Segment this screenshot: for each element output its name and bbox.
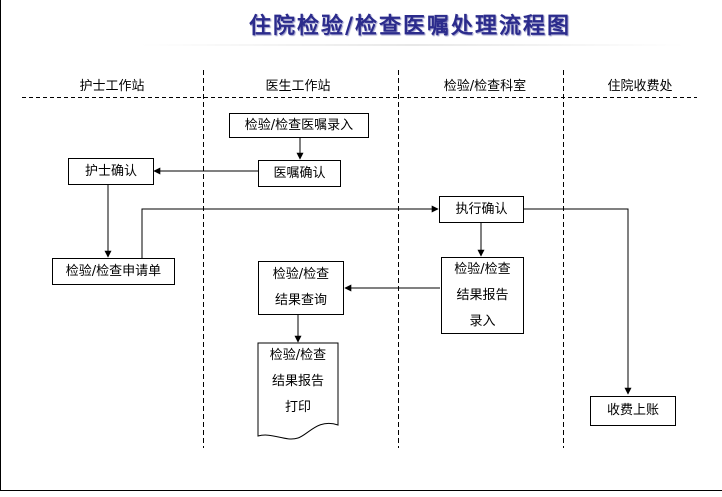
node-nurse-confirm: 护士确认 bbox=[68, 158, 154, 185]
node-result-query: 检验/检查 结果查询 bbox=[258, 261, 344, 315]
node-result-entry-line-3: 录入 bbox=[469, 313, 496, 329]
node-billing: 收费上账 bbox=[590, 396, 676, 426]
diagram-title: 住院检验/检查医嘱处理流程图 bbox=[248, 13, 572, 39]
node-result-entry-line-1: 检验/检查 bbox=[454, 261, 511, 277]
lane-label-nurse-station: 护士工作站 bbox=[79, 79, 145, 94]
lane-label-billing-office: 住院收费处 bbox=[607, 79, 673, 94]
node-result-print: 检验/检查 结果报告 打印 bbox=[258, 343, 338, 421]
title-underline bbox=[140, 44, 685, 46]
node-request-form: 检验/检查申请单 bbox=[52, 258, 175, 285]
node-exec-confirm: 执行确认 bbox=[439, 196, 524, 223]
node-result-print-line-2: 结果报告 bbox=[271, 374, 324, 389]
node-result-entry: 检验/检查 结果报告 录入 bbox=[441, 257, 524, 334]
node-result-print-line-1: 检验/检查 bbox=[269, 348, 327, 363]
lane-label-lab-department: 检验/检查科室 bbox=[443, 79, 527, 94]
node-result-query-line-2: 结果查询 bbox=[274, 293, 327, 308]
result-print-document-shape bbox=[257, 342, 339, 440]
node-result-print-line-3: 打印 bbox=[284, 400, 311, 415]
lane-label-doctor-station: 医生工作站 bbox=[265, 79, 331, 94]
node-order-entry: 检验/检查医嘱录入 bbox=[229, 113, 369, 138]
arrow-exec-to-billing bbox=[524, 208, 632, 395]
arrow-request-to-exec bbox=[141, 205, 439, 259]
node-result-query-line-1: 检验/检查 bbox=[272, 267, 330, 282]
node-order-confirm: 医嘱确认 bbox=[258, 160, 341, 187]
node-result-entry-line-2: 结果报告 bbox=[456, 287, 509, 303]
